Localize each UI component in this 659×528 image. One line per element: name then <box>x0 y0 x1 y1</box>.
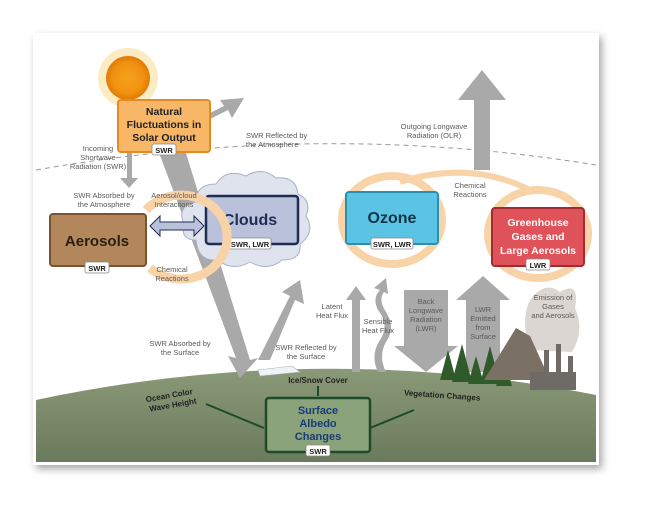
svg-text:Gases: Gases <box>542 302 564 311</box>
aerosol-cloud-double-arrow <box>149 214 205 238</box>
label-incoming-swr: Incoming Shortwave Radiation (SWR) <box>70 144 127 171</box>
svg-text:Radiation (OLR): Radiation (OLR) <box>407 131 462 140</box>
aerosols-tag: SWR <box>88 264 106 273</box>
solar-output-tag: SWR <box>155 146 173 155</box>
svg-text:SWR Absorbed by: SWR Absorbed by <box>149 339 211 348</box>
svg-text:Surface: Surface <box>470 332 496 341</box>
svg-text:Heat Flux: Heat Flux <box>316 311 348 320</box>
surface-connector-left <box>205 403 265 429</box>
svg-text:from: from <box>476 323 491 332</box>
solar-output-line3: Solar Output <box>132 132 196 144</box>
lwr-emitted-arrow <box>456 276 510 372</box>
label-lwr-emitted: LWR Emitted from Surface <box>470 305 496 341</box>
svg-text:Latent: Latent <box>322 302 344 311</box>
latent-heat-flux-arrow <box>346 286 366 372</box>
svg-text:and Aerosols: and Aerosols <box>531 311 575 320</box>
svg-text:SWR Reflected by: SWR Reflected by <box>275 343 337 352</box>
label-swr-absorbed-atmos: SWR Absorbed by the Atmosphere <box>73 191 135 209</box>
svg-text:(LWR): (LWR) <box>415 324 437 333</box>
label-sensible: Sensible Heat Flux <box>362 317 394 335</box>
chemical-reactions-arrow <box>399 169 532 193</box>
olr-arrow <box>458 70 506 170</box>
factory-icon <box>530 344 576 390</box>
svg-text:the Atmosphere: the Atmosphere <box>78 200 131 209</box>
svg-text:SWR Absorbed by: SWR Absorbed by <box>73 191 135 200</box>
sun-icon <box>98 48 158 108</box>
solar-output-line2: Fluctuations in <box>127 119 202 131</box>
svg-text:SWR Reflected by: SWR Reflected by <box>246 131 308 140</box>
svg-text:LWR: LWR <box>475 305 492 314</box>
surface-connector-right <box>369 409 415 429</box>
label-chemical-right: Chemical Reactions <box>453 181 487 199</box>
back-lwr-arrow <box>394 290 458 372</box>
ghg-line1: Greenhouse <box>507 217 568 229</box>
solar-output-box: Natural Fluctuations in Solar Output SWR <box>117 99 211 156</box>
svg-text:the Atmosphere: the Atmosphere <box>246 140 299 149</box>
ozone-box: Ozone SWR, LWR <box>345 191 439 250</box>
clouds-label: Clouds <box>223 212 277 229</box>
ghg-line3: Large Aerosols <box>500 245 576 257</box>
ghg-cycle-ring <box>484 186 592 282</box>
svg-text:Reactions: Reactions <box>155 274 189 283</box>
label-swr-reflected-atmos: SWR Reflected by the Atmosphere <box>246 131 308 149</box>
label-latent: Latent Heat Flux <box>316 302 348 320</box>
svg-text:Interactions: Interactions <box>155 200 194 209</box>
svg-text:Incoming: Incoming <box>83 144 113 153</box>
label-chemical-left: Chemical Reactions <box>155 265 189 283</box>
surface-tag: SWR <box>309 447 327 456</box>
label-emission: Emission of Gases and Aerosols <box>531 293 575 320</box>
svg-text:Heat Flux: Heat Flux <box>362 326 394 335</box>
svg-text:the Surface: the Surface <box>161 348 199 357</box>
ozone-tag: SWR, LWR <box>373 240 412 249</box>
ozone-cycle-ring <box>338 172 446 268</box>
swr-reflected-atmosphere-arrow <box>204 98 244 120</box>
label-ice-snow: Ice/Snow Cover <box>288 376 348 385</box>
svg-text:Reactions: Reactions <box>453 190 487 199</box>
aerosols-label: Aerosols <box>65 233 129 250</box>
svg-text:Shortwave: Shortwave <box>80 153 115 162</box>
clouds-tag: SWR, LWR <box>231 240 270 249</box>
incoming-swr-main-arrow <box>158 150 258 378</box>
aerosols-cycle-ring <box>142 190 232 284</box>
surface-line3: Changes <box>295 431 341 443</box>
emission-plume <box>525 287 580 352</box>
svg-text:Sensible: Sensible <box>364 317 393 326</box>
ghg-tag: LWR <box>530 261 547 270</box>
ghg-box: Greenhouse Gases and Large Aerosols LWR <box>491 207 585 271</box>
svg-text:Aerosol/cloud: Aerosol/cloud <box>151 191 196 200</box>
label-swr-absorbed-surface: SWR Absorbed by the Surface <box>149 339 211 357</box>
svg-text:Radiation: Radiation <box>410 315 442 324</box>
label-back-lwr: Back Longwave Radiation (LWR) <box>409 297 443 333</box>
surface-albedo-box: Surface Albedo Changes SWR <box>264 396 372 457</box>
label-aerosol-cloud: Aerosol/cloud Interactions <box>151 191 196 209</box>
atmosphere-boundary <box>35 143 597 171</box>
label-olr: Outgoing Longwave Radiation (OLR) <box>401 122 468 140</box>
svg-text:Emitted: Emitted <box>470 314 495 323</box>
ghg-line2: Gases and <box>511 231 564 243</box>
svg-text:Chemical: Chemical <box>454 181 486 190</box>
swr-reflected-surface-arrow <box>258 280 304 360</box>
svg-text:the Surface: the Surface <box>287 352 325 361</box>
aerosols-box: Aerosols SWR <box>49 213 147 274</box>
svg-text:Back: Back <box>418 297 435 306</box>
solar-output-line1: Natural <box>146 106 182 118</box>
sensible-heat-flux-arrow <box>374 278 391 372</box>
svg-text:Longwave: Longwave <box>409 306 443 315</box>
ozone-label: Ozone <box>368 210 417 227</box>
label-swr-reflected-surface: SWR Reflected by the Surface <box>275 343 337 361</box>
surface-line2: Albedo <box>299 418 337 430</box>
svg-text:Radiation (SWR): Radiation (SWR) <box>70 162 127 171</box>
ice-snow-patch <box>257 365 301 377</box>
surface-line1: Surface <box>298 405 338 417</box>
svg-text:Outgoing Longwave: Outgoing Longwave <box>401 122 468 131</box>
mountain <box>484 328 550 380</box>
svg-text:Chemical: Chemical <box>156 265 188 274</box>
incoming-swr-arrow <box>120 150 138 188</box>
svg-text:Emission of: Emission of <box>534 293 574 302</box>
